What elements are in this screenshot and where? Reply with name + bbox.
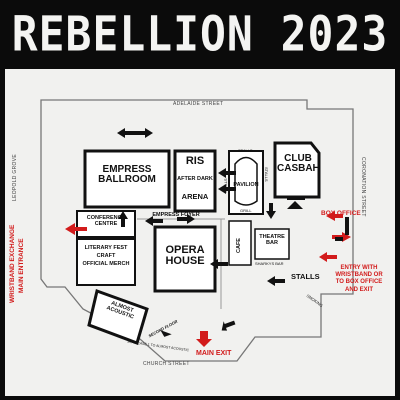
label-stalls-top: STALLS	[238, 148, 253, 153]
theatre-bar-room	[254, 228, 290, 260]
street-church: CHURCH STREET	[143, 361, 190, 367]
label-stalls-lower: STALLS	[291, 272, 320, 281]
pavilion-ring	[234, 156, 258, 206]
label-pavilion: PAVILION	[233, 182, 259, 188]
label-empress-foyer: EMPRESS FOYER	[152, 212, 200, 218]
label-arena: ARENA	[181, 192, 209, 201]
ris-room	[173, 149, 217, 213]
opera-house-room	[153, 225, 217, 293]
page-title: REBELLION 2023	[11, 7, 389, 64]
label-stalls-left: STALLS	[223, 178, 228, 193]
label-ris: RIS	[185, 155, 205, 167]
label-box-office: BOX OFFICE	[321, 210, 361, 217]
label-cafe: CAFE	[236, 238, 242, 253]
street-adelaide: ADELAIDE STREET	[173, 101, 224, 107]
literary-room	[76, 238, 136, 286]
street-coronation: CORONATION STREET	[360, 157, 366, 217]
venue-map: ADELAIDE STREET LEOPOLD GROVE CORONATION…	[5, 69, 395, 396]
label-stalls-right: STALLS	[264, 167, 269, 182]
empress-ballroom-room	[83, 149, 171, 209]
door-markers	[287, 197, 349, 241]
pavilion-room	[228, 150, 264, 215]
club-casbah-room	[273, 141, 321, 199]
flow-arrows	[117, 128, 303, 337]
street-leopold: LEOPOLD GROVE	[12, 154, 18, 201]
label-main-exit: MAIN EXIT	[196, 350, 232, 357]
label-main-entrance: MAIN ENTRANCE	[18, 238, 25, 293]
building-outline	[40, 99, 354, 362]
label-after-dark: AFTER DARK	[177, 176, 213, 182]
label-wristband-exchange: WRISTBAND EXCHANGE	[9, 224, 16, 303]
label-grill: GRILL	[240, 208, 252, 213]
label-sharkys-bar: SHARKYS BAR	[255, 261, 284, 266]
cafe-room	[228, 220, 252, 266]
almost-acoustic-room	[87, 289, 149, 345]
floor-plan	[40, 99, 354, 362]
